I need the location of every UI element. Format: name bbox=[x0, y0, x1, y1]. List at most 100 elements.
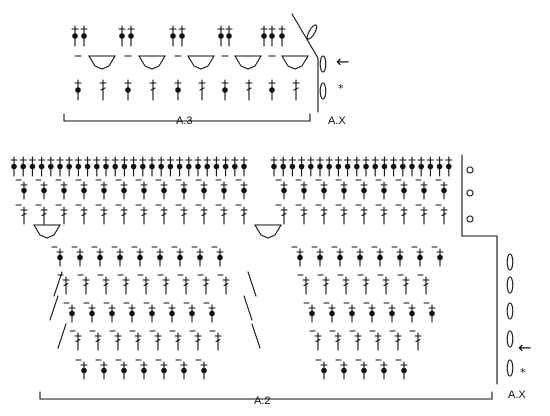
bobble-dot bbox=[213, 163, 220, 170]
dc-slash bbox=[221, 212, 227, 217]
bobble-dot bbox=[129, 310, 135, 317]
bobble-dot bbox=[137, 254, 143, 261]
dc-slash bbox=[343, 282, 349, 287]
bobble-dot bbox=[279, 33, 285, 39]
dc-slash bbox=[203, 282, 209, 287]
bobble-dot bbox=[119, 33, 125, 39]
dc-slash bbox=[323, 282, 329, 287]
star-marker-bottom: * bbox=[520, 366, 526, 379]
fan-stitch bbox=[254, 224, 282, 239]
dc-slash bbox=[143, 282, 149, 287]
bobble-dot bbox=[161, 367, 167, 374]
arrow-marker-top: ← bbox=[336, 52, 349, 71]
bobble-dot bbox=[381, 163, 388, 170]
bobble-dot bbox=[128, 33, 134, 39]
dc-slash bbox=[441, 212, 447, 217]
bobble-dot bbox=[281, 187, 287, 194]
bobble-dot bbox=[241, 187, 247, 194]
bobble-dot bbox=[167, 163, 174, 170]
label-a2: A.2 bbox=[254, 395, 271, 407]
star-marker-top: * bbox=[338, 82, 344, 95]
bobble-dot bbox=[349, 310, 355, 317]
bobble-dot bbox=[57, 163, 63, 170]
bobble-dot bbox=[209, 310, 215, 317]
bobble-dot bbox=[112, 163, 118, 170]
chain-oval bbox=[506, 330, 514, 348]
bobble-dot bbox=[195, 163, 201, 170]
bobble-dot bbox=[75, 163, 82, 170]
bobble-dot bbox=[72, 33, 78, 39]
chain-circle bbox=[466, 166, 474, 174]
bobble-dot bbox=[372, 163, 379, 170]
chain-circle bbox=[466, 189, 474, 197]
bobble-dot bbox=[317, 254, 323, 261]
dc-slash bbox=[21, 212, 27, 217]
bobble-dot bbox=[48, 163, 54, 170]
dc-slash bbox=[246, 87, 252, 91]
bobble-dot bbox=[179, 33, 185, 39]
dc-slash bbox=[375, 338, 381, 343]
dc-slash bbox=[83, 282, 89, 287]
bobble-dot bbox=[217, 254, 223, 261]
dc-slash bbox=[361, 212, 367, 217]
bobble-dot bbox=[436, 163, 443, 170]
bobble-dot bbox=[401, 367, 407, 374]
bobble-dot bbox=[381, 187, 387, 194]
bobble-dot bbox=[121, 367, 127, 374]
bobble-dot bbox=[140, 163, 146, 170]
dc-slash bbox=[183, 282, 189, 287]
dc-slash bbox=[341, 212, 347, 217]
bobble-dot bbox=[437, 254, 443, 261]
bobble-dot bbox=[158, 163, 164, 170]
ax-slope bbox=[291, 13, 319, 59]
bobble-dot bbox=[204, 163, 210, 170]
decrease-right bbox=[243, 295, 253, 321]
bobble-dot bbox=[218, 33, 224, 39]
dc-slash bbox=[181, 212, 187, 217]
bobble-dot bbox=[308, 163, 314, 170]
bobble-dot bbox=[222, 163, 229, 170]
fan-stitch bbox=[234, 55, 262, 70]
bobble-dot bbox=[357, 254, 363, 261]
fan-stitch bbox=[138, 55, 166, 70]
dc-slash bbox=[195, 338, 201, 343]
decrease-left bbox=[57, 323, 67, 349]
bobble-dot bbox=[175, 87, 181, 93]
chart-a3-symbols bbox=[71, 25, 309, 101]
dc-slash bbox=[150, 87, 156, 91]
bobble-dot bbox=[149, 310, 155, 317]
bobble-dot bbox=[381, 367, 387, 374]
bobble-dot bbox=[66, 163, 72, 170]
dc-slash bbox=[61, 212, 67, 217]
dc-slash bbox=[215, 338, 221, 343]
bobble-dot bbox=[361, 367, 367, 374]
bobble-dot bbox=[149, 163, 155, 170]
decrease-right bbox=[251, 323, 261, 349]
bobble-dot bbox=[186, 163, 192, 170]
dc-slash bbox=[395, 338, 401, 343]
bobble-dot bbox=[11, 163, 17, 170]
decrease-left bbox=[49, 295, 59, 321]
bobble-dot bbox=[298, 163, 305, 170]
bobble-dot bbox=[389, 310, 395, 317]
chain-oval bbox=[319, 82, 327, 100]
bobble-dot bbox=[226, 33, 232, 39]
chain-oval bbox=[319, 55, 327, 73]
bobble-dot bbox=[97, 254, 103, 261]
bobble-dot bbox=[409, 163, 415, 170]
chain-oval bbox=[306, 24, 318, 40]
bobble-dot bbox=[89, 310, 95, 317]
bobble-dot bbox=[170, 33, 176, 39]
dc-slash bbox=[41, 212, 47, 217]
bobble-dot bbox=[177, 254, 183, 261]
bobble-dot bbox=[130, 163, 137, 170]
dc-slash bbox=[201, 212, 207, 217]
dc-slash bbox=[95, 338, 101, 343]
bobble-dot bbox=[337, 254, 343, 261]
dc-slash bbox=[141, 212, 147, 217]
bobble-dot bbox=[101, 187, 107, 194]
dc-slash bbox=[321, 212, 327, 217]
bobble-dot bbox=[427, 163, 434, 170]
bobble-dot bbox=[84, 163, 91, 170]
bobble-dot bbox=[369, 310, 375, 317]
